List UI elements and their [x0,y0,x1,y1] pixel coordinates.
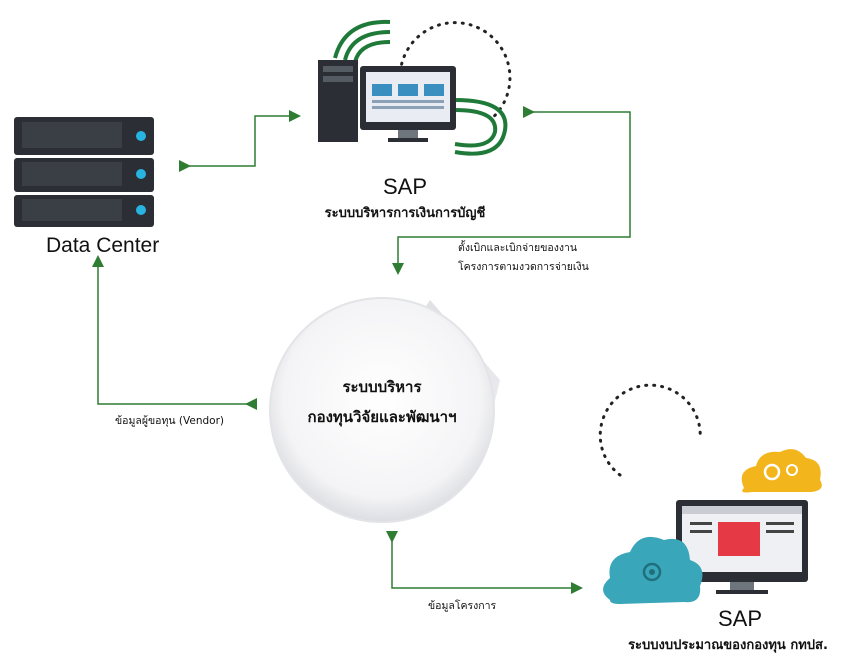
center-title-line1: ระบบบริหาร [342,378,422,396]
sap-computer-icon [318,19,512,156]
annotation-bottom: ข้อมูลโครงการ [428,600,497,612]
arrow-sap-center [392,106,631,275]
sap-top-subtitle: ระบบบริหารการเงินการบัญชี [324,206,486,221]
arrow-datacenter-sap [179,110,301,172]
sap-bottom-subtitle: ระบบงบประมาณของกองทุน กทปส. [628,638,828,653]
sap-top-title: SAP [382,174,428,199]
central-system-circle [269,297,500,523]
arrow-center-bottom-sap [386,531,583,594]
sap-bottom-title: SAP [717,606,763,631]
sap-cloud-computer-icon [598,383,822,604]
server-stack-icon [14,117,154,227]
annotation-top-line2: โครงการตามงวดการจ่ายเงิน [458,261,589,273]
annotation-left: ข้อมูลผู้ขอทุน (Vendor) [115,415,224,427]
datacenter-label: Data Center [46,234,160,257]
center-title-line2: กองทุนวิจัยและพัฒนาฯ [307,408,457,426]
annotation-top-line1: ตั้งเบิกและเบิกจ่ายของงาน [458,242,578,254]
arrow-center-datacenter [92,255,257,410]
